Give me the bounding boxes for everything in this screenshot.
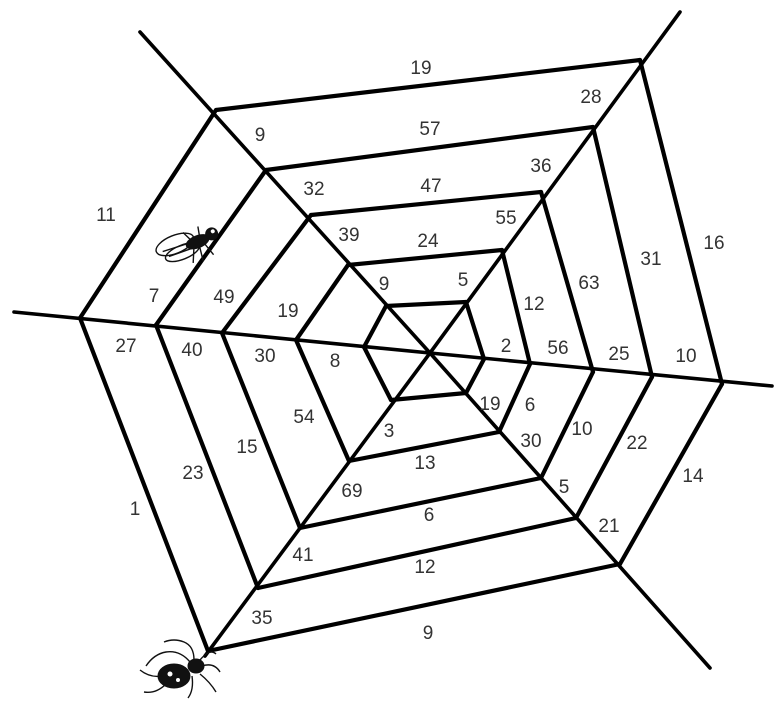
edge-weight: 40 <box>181 340 202 361</box>
edge-weight: 39 <box>338 225 359 246</box>
edge-weight: 9 <box>379 274 390 295</box>
edge-weight: 19 <box>277 301 298 322</box>
edge-weight: 7 <box>149 286 160 307</box>
edge-weight: 32 <box>303 179 324 200</box>
ring5-edge-upper-right <box>466 302 484 359</box>
edge-weight: 57 <box>419 119 440 140</box>
edge-weight: 69 <box>341 481 362 502</box>
ring5-edge-lower-left <box>364 347 391 400</box>
edge-weight: 30 <box>254 346 275 367</box>
edge-weight: 16 <box>703 233 724 254</box>
edge-weight: 23 <box>182 463 203 484</box>
edge-weight: 12 <box>414 557 435 578</box>
edge-weight: 6 <box>525 395 536 416</box>
edge-weight: 10 <box>675 346 696 367</box>
edge-weight: 41 <box>292 545 313 566</box>
edge-weight: 55 <box>495 208 516 229</box>
edge-weight: 24 <box>417 231 439 252</box>
edge-weight: 9 <box>255 125 266 146</box>
edge-weight: 14 <box>682 466 704 487</box>
ring4-edge-lower-left <box>296 340 349 461</box>
edge-weight: 13 <box>414 453 435 474</box>
edge-weight: 56 <box>547 338 568 359</box>
edge-weight: 19 <box>479 394 500 415</box>
spoke-lower-right <box>430 353 710 668</box>
edge-weight: 2 <box>501 336 512 357</box>
ring5-edge-top <box>386 302 466 306</box>
edge-weight: 12 <box>523 294 544 315</box>
ring1-edge-upper-right <box>640 60 722 384</box>
edge-weight: 5 <box>458 270 469 291</box>
edge-weight: 19 <box>410 58 431 79</box>
ring3-edge-bottom <box>300 478 541 528</box>
ring1-edge-lower-left <box>80 318 208 651</box>
ring5-edge-upper-left <box>364 306 386 347</box>
spoke-segment-labels: 9 32 39 28 36 55 10 25 56 21 5 30 35 41 … <box>115 87 696 629</box>
edge-weight: 6 <box>424 505 435 526</box>
edge-weight: 28 <box>580 87 601 108</box>
edge-weight: 30 <box>520 431 541 452</box>
ring4-edge-top <box>348 250 502 265</box>
edge-weight: 31 <box>640 249 661 270</box>
edge-weight: 3 <box>384 421 395 442</box>
edge-weight: 36 <box>530 156 551 177</box>
ring5-edge-lower-right <box>466 359 484 393</box>
ring4-edge-upper-left <box>296 265 348 340</box>
ring2-edge-upper-left <box>156 170 266 325</box>
edge-weight: 63 <box>578 273 599 294</box>
edge-weight: 54 <box>293 407 315 428</box>
edge-weight: 35 <box>251 608 272 629</box>
edge-weight: 1 <box>130 499 141 520</box>
edge-weight: 49 <box>213 287 234 308</box>
edge-weight: 22 <box>626 433 647 454</box>
edge-weight: 11 <box>96 205 116 226</box>
fly-icon <box>153 220 225 276</box>
edge-weight: 8 <box>330 351 341 372</box>
edge-weight: 27 <box>115 336 136 357</box>
edge-weight: 5 <box>559 477 570 498</box>
edge-weight: 21 <box>598 516 619 537</box>
edge-weight: 25 <box>608 344 629 365</box>
ring5-edge-bottom <box>391 393 466 400</box>
edge-weight: 9 <box>423 623 434 644</box>
ring-3 <box>222 192 593 528</box>
edge-weight: 15 <box>236 437 257 458</box>
edge-weight: 47 <box>420 176 441 197</box>
edge-weight: 10 <box>571 419 592 440</box>
